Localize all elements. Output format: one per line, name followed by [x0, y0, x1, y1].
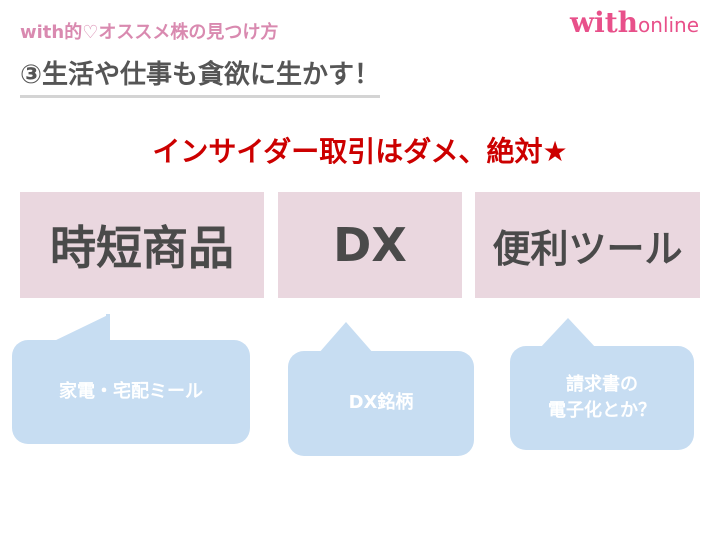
bubble-tail-middle: [318, 322, 374, 354]
bubble-text-dx-stocks: DX銘柄: [348, 392, 414, 414]
bubble-text-appliances-meal-delivery: 家電・宅配ミール: [59, 380, 203, 402]
slide-subtitle: with的♡オススメ株の見つけ方: [20, 22, 279, 43]
insider-trading-warning: インサイダー取引はダメ、絶対★: [152, 135, 568, 168]
bubble-tail-left-cap: [106, 314, 110, 342]
logo-with-text: with: [570, 6, 639, 39]
speech-bubble-dx-stocks: DX銘柄: [288, 351, 474, 456]
bubble-text-invoices-line2: 電子化とか？: [548, 400, 656, 421]
bubble-tail-right: [540, 318, 596, 348]
speech-bubble-appliances: 家電・宅配ミール: [12, 340, 250, 444]
slide-title: ③生活や仕事も貪欲に生かす！: [20, 54, 381, 98]
category-dx: DX: [278, 192, 462, 298]
logo-online-text: online: [638, 13, 700, 37]
bubble-tail-left: [52, 314, 110, 342]
speech-bubble-digital-invoices: 請求書の 電子化とか？: [510, 346, 694, 450]
category-time-saving-products: 時短商品: [20, 192, 264, 298]
category-convenient-tools: 便利ツール: [475, 192, 700, 298]
with-online-logo: withonline: [570, 6, 699, 39]
bubble-text-invoices-line1: 請求書の: [566, 373, 638, 395]
